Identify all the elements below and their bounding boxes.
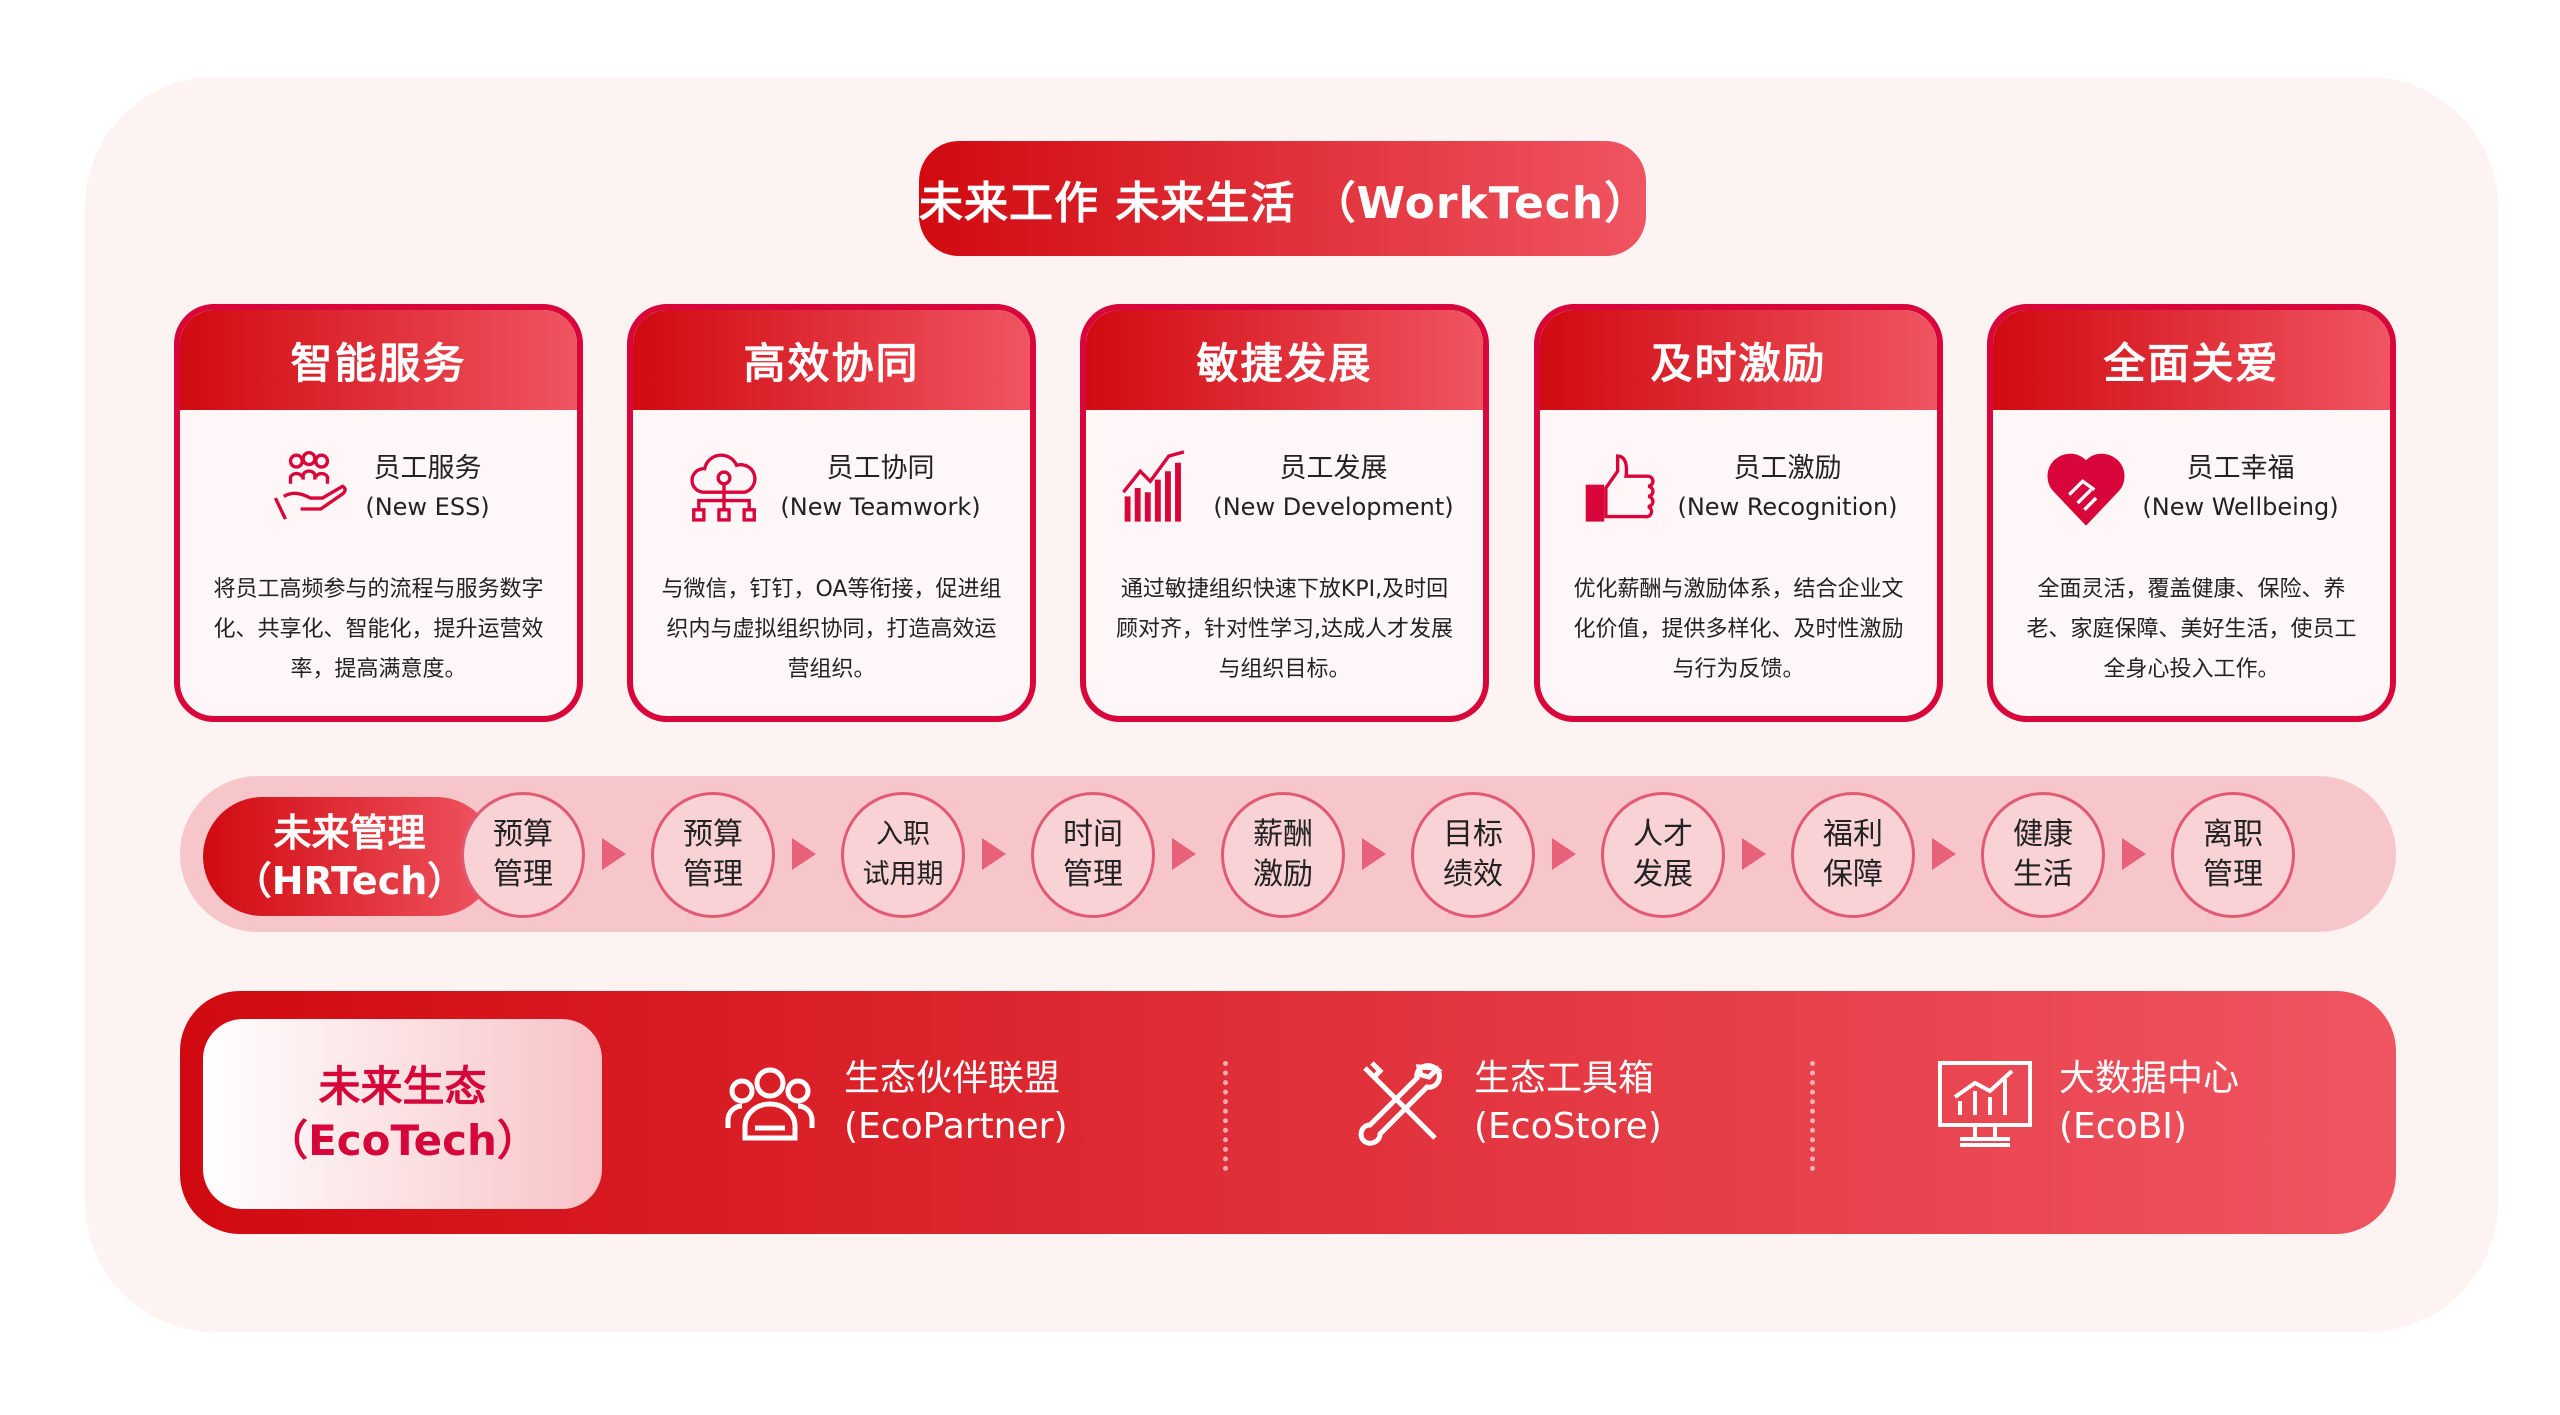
hr-step-line1: 福利 [1823, 817, 1883, 852]
hr-step: 目标绩效 [1411, 792, 1535, 918]
main-title: 未来工作 未来生活 （WorkTech） [919, 141, 1648, 256]
arrow-right-icon [1552, 838, 1576, 870]
arrow-right-icon [792, 838, 816, 870]
hr-step-line1: 目标 [1443, 817, 1503, 852]
monitor-chart-icon [1938, 1061, 2032, 1147]
card-2: 敏捷发展 员工发展 (New Development) 通过敏捷组织快速下放KPI… [1080, 304, 1489, 722]
card-description: 全面灵活，覆盖健康、保险、养老、家庭保障、美好生活，使员工全身心投入工作。 [2026, 577, 2357, 682]
card-title: 高效协同 [633, 310, 1030, 410]
card-subtitle: 员工幸福 [2186, 453, 2295, 484]
card-subtitle: 员工协同 [826, 453, 935, 484]
card-1: 高效协同 员工协同 (New Teamwork) 与微信，钉钉，OA等衔接，促进组… [627, 304, 1036, 722]
partners-icon [725, 1067, 815, 1141]
hr-step: 福利保障 [1791, 792, 1915, 918]
divider [1810, 1061, 1815, 1171]
eco-item-en: (EcoPartner) [844, 1106, 1068, 1147]
heart-handshake-icon [2047, 453, 2125, 526]
hr-step-line2: 激励 [1253, 857, 1313, 892]
hr-step: 时间管理 [1031, 792, 1155, 918]
hrtech-label: 未来管理 （HRTech） [203, 797, 496, 916]
hr-step-line2: 保障 [1823, 857, 1883, 892]
card-3: 及时激励 员工激励 (New Recognition) 优化薪酬与激励体系，结合企… [1534, 304, 1943, 722]
cloud-network-icon [690, 453, 757, 522]
arrow-right-icon [1742, 838, 1766, 870]
hr-step-line1: 入职 [876, 819, 930, 850]
ecotech-label: 未来生态 （EcoTech） [203, 1019, 602, 1209]
hr-step-line1: 人才 [1633, 817, 1693, 852]
eco-item-cn: 大数据中心 [2059, 1058, 2240, 1099]
arrow-right-icon [982, 838, 1006, 870]
hr-step: 离职管理 [2171, 792, 2295, 918]
hr-step: 入职试用期 [841, 792, 965, 918]
hr-step-line2: 管理 [683, 857, 743, 892]
card-subtitle-en: (New Teamwork) [780, 493, 981, 521]
eco-item-store: 生态工具箱 (EcoStore) [1350, 1053, 1662, 1153]
hr-step-line1: 预算 [683, 817, 743, 852]
divider [1223, 1061, 1228, 1171]
card-subtitle-en: (New Development) [1213, 493, 1454, 521]
tools-icon [1358, 1061, 1444, 1146]
arrow-right-icon [1362, 838, 1386, 870]
eco-item-bi: 大数据中心 (EcoBI) [1935, 1053, 2239, 1153]
hr-step-line2: 试用期 [862, 859, 944, 890]
card-0: 智能服务 员工服务 (New ESS) 将员工高频参与的流程与服务数字化、共享化、… [174, 304, 583, 722]
card-description: 通过敏捷组织快速下放KPI,及时回顾对齐，针对性学习,达成人才发展与组织目标。 [1116, 577, 1453, 682]
hr-step-line2: 绩效 [1443, 857, 1503, 892]
hr-step-line1: 健康 [2013, 817, 2073, 852]
card-description: 优化薪酬与激励体系，结合企业文化价值，提供多样化、及时性激励与行为反馈。 [1573, 577, 1904, 682]
ecotech-band: 未来生态 （EcoTech） 生态伙伴联盟 (EcoPartner) 生态工具箱 (… [180, 991, 2396, 1234]
hr-step-line2: 发展 [1633, 857, 1693, 892]
card-4: 全面关爱 员工幸福 (New Wellbeing) 全面灵活，覆盖健康、保险、养老… [1987, 304, 2396, 722]
arrow-right-icon [602, 838, 626, 870]
card-title: 敏捷发展 [1086, 310, 1483, 410]
eco-item-cn: 生态工具箱 [1474, 1058, 1655, 1099]
service-hand-icon [274, 451, 348, 520]
ecotech-label-cn: 未来生态 [318, 1062, 487, 1111]
ecotech-label-en: （EcoTech） [266, 1116, 539, 1165]
card-description: 与微信，钉钉，OA等衔接，促进组织内与虚拟组织协同，打造高效运营组织。 [661, 577, 1002, 682]
card-subtitle-en: (New Recognition) [1677, 493, 1898, 521]
hrtech-band: 未来管理 （HRTech） 预算管理预算管理入职试用期时间管理薪酬激励目标绩效人… [180, 776, 2396, 932]
card-title: 智能服务 [180, 310, 577, 410]
card-subtitle: 员工发展 [1279, 453, 1388, 484]
hr-step: 预算管理 [461, 792, 585, 918]
card-subtitle: 员工激励 [1733, 453, 1842, 484]
hr-step-line1: 离职 [2203, 817, 2263, 852]
eco-item-en: (EcoStore) [1474, 1106, 1662, 1147]
card-title: 及时激励 [1540, 310, 1937, 410]
eco-item-cn: 生态伙伴联盟 [844, 1058, 1061, 1099]
hr-step-line2: 管理 [493, 857, 553, 892]
hr-step-line2: 管理 [2203, 857, 2263, 892]
card-subtitle-en: (New ESS) [365, 493, 490, 521]
arrow-right-icon [1932, 838, 1956, 870]
arrow-right-icon [2122, 838, 2146, 870]
hr-step: 健康生活 [1981, 792, 2105, 918]
card-description: 将员工高频参与的流程与服务数字化、共享化、智能化，提升运营效率，提高满意度。 [213, 577, 544, 682]
thumbs-up-icon [1586, 454, 1656, 522]
hr-step-line1: 时间 [1063, 817, 1123, 852]
eco-item-en: (EcoBI) [2059, 1106, 2187, 1147]
hr-step-line2: 生活 [2013, 857, 2073, 892]
eco-item-partner: 生态伙伴联盟 (EcoPartner) [720, 1053, 1068, 1153]
hrtech-label-en: （HRTech） [233, 858, 466, 903]
card-subtitle-en: (New Wellbeing) [2142, 493, 2339, 521]
hr-step-line1: 薪酬 [1253, 817, 1313, 852]
card-title: 全面关爱 [1993, 310, 2390, 410]
hrtech-label-cn: 未来管理 [273, 810, 426, 855]
hr-step-line1: 预算 [493, 817, 553, 852]
hr-step: 预算管理 [651, 792, 775, 918]
card-subtitle: 员工服务 [373, 453, 482, 484]
hr-step: 薪酬激励 [1221, 792, 1345, 918]
arrow-right-icon [1172, 838, 1196, 870]
hr-step: 人才发展 [1601, 792, 1725, 918]
hr-step-line2: 管理 [1063, 857, 1123, 892]
growth-chart-icon [1122, 450, 1185, 522]
